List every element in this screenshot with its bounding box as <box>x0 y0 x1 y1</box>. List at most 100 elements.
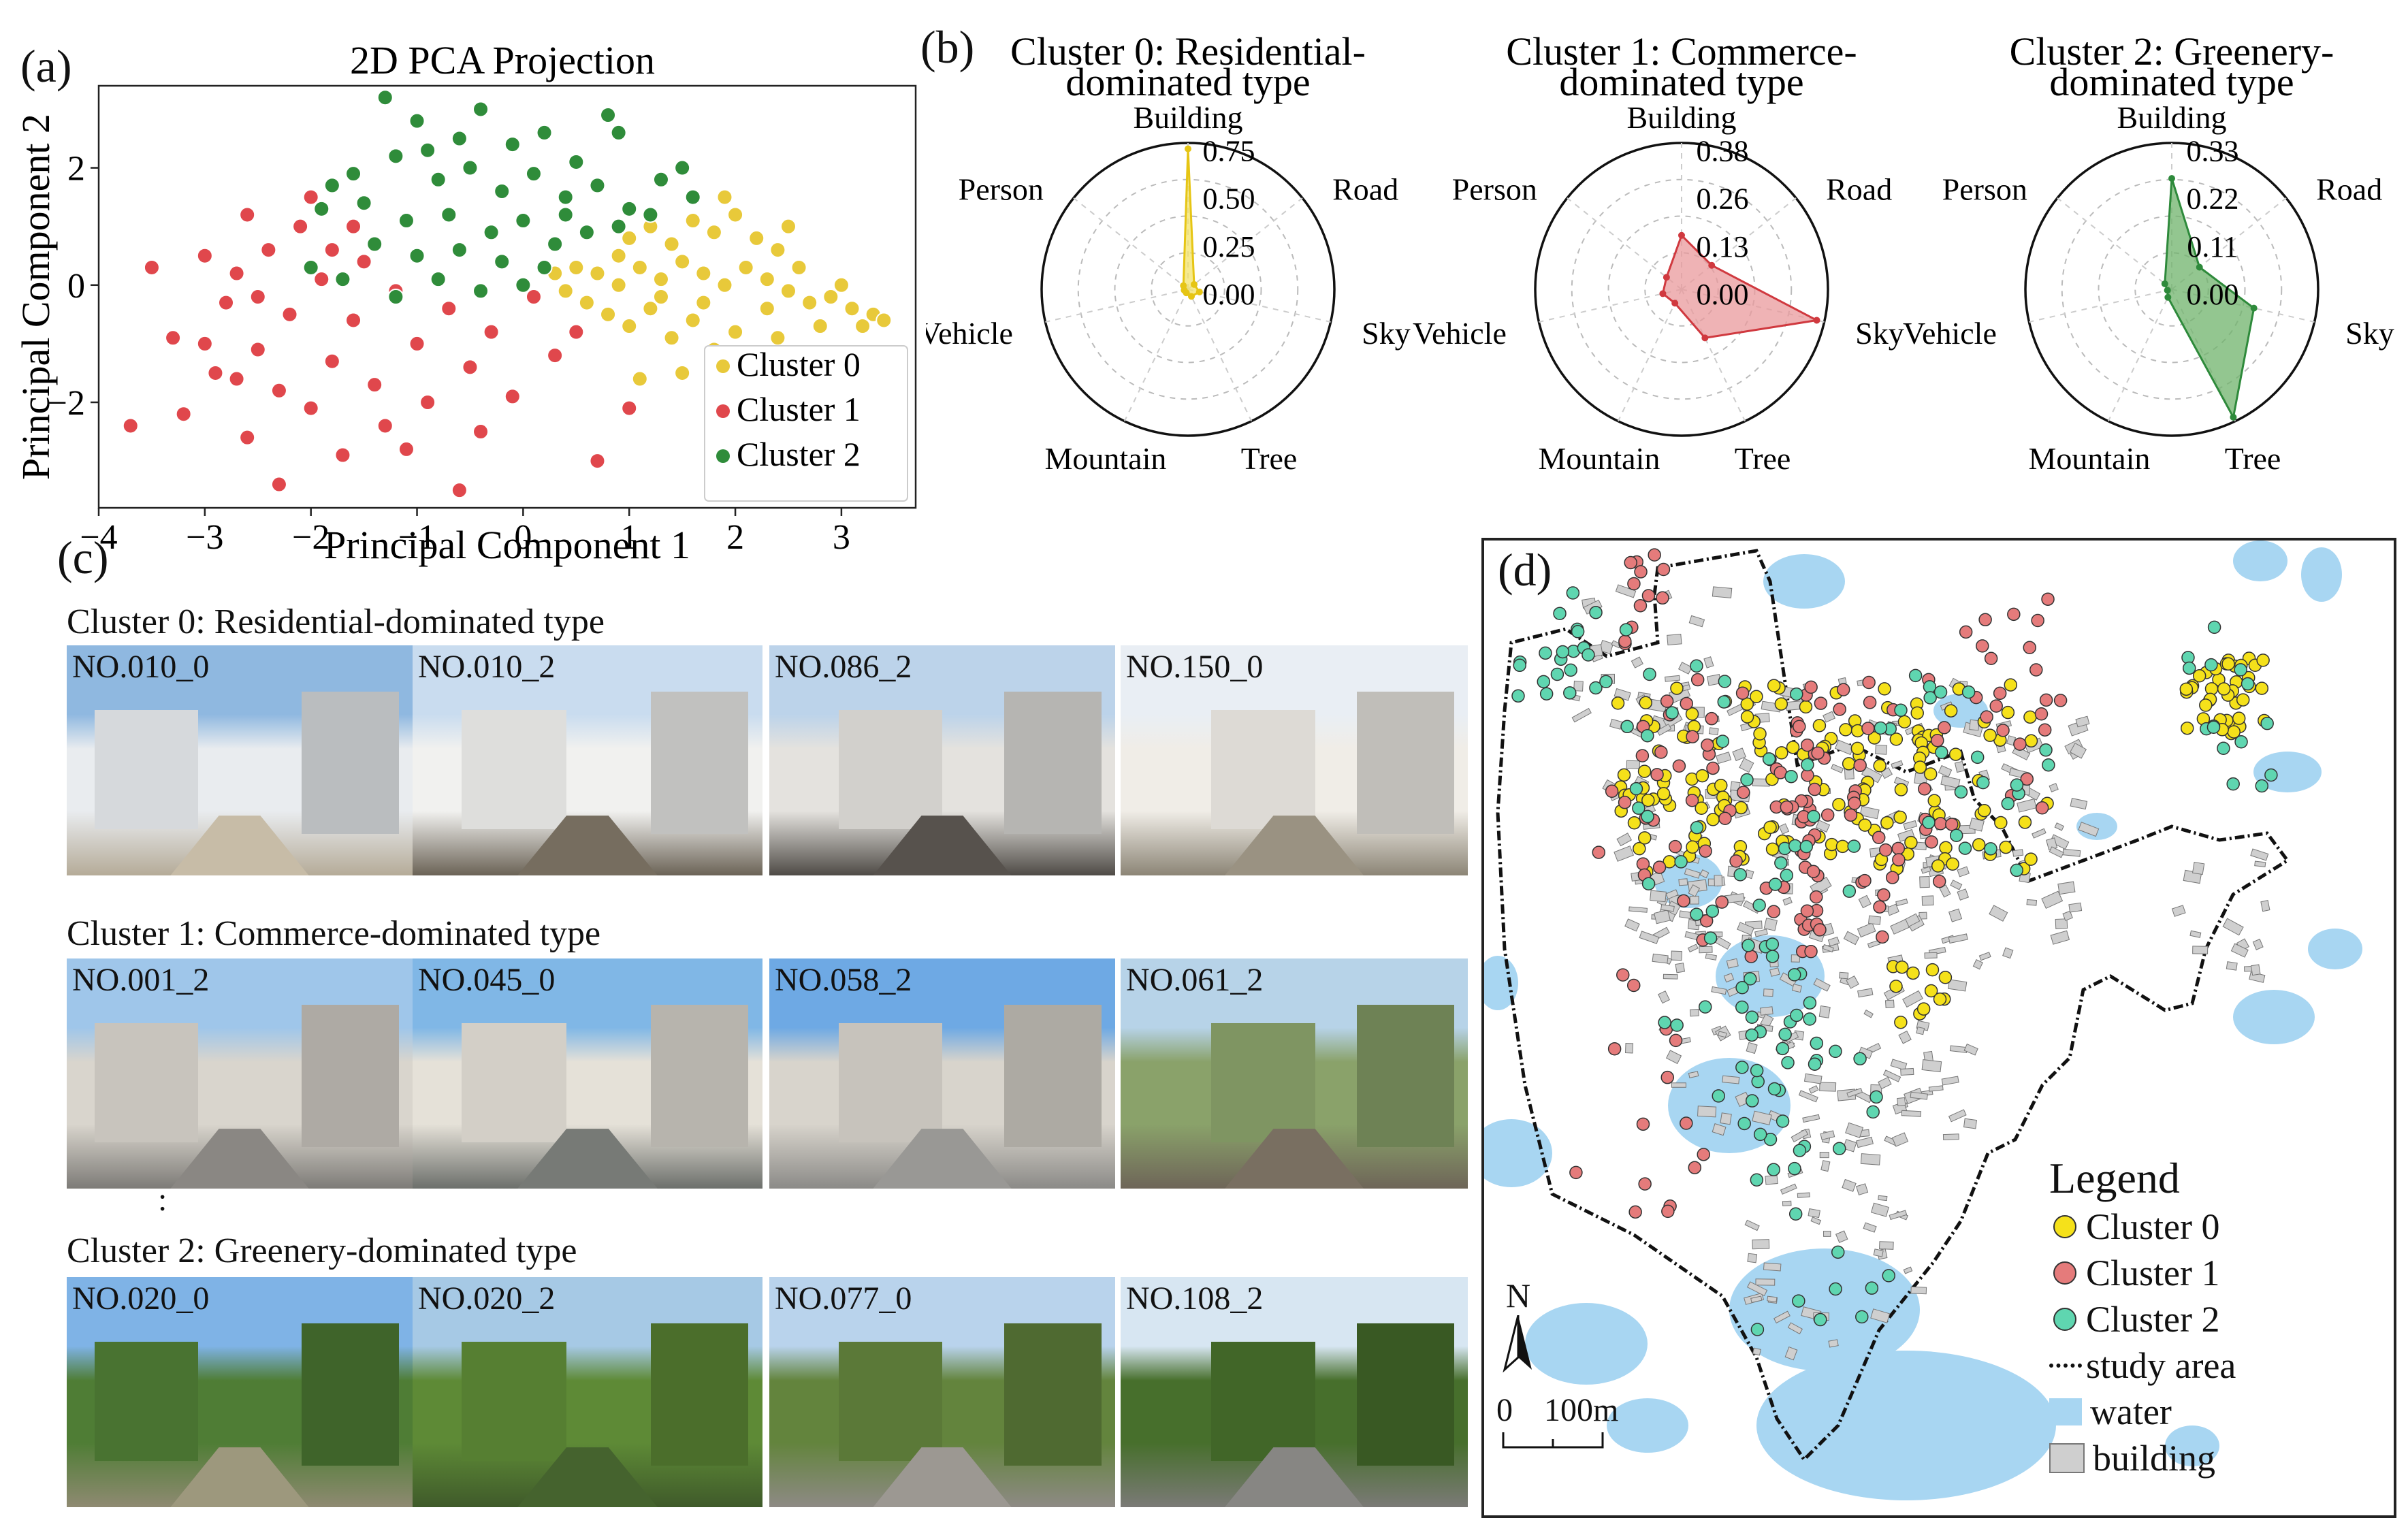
sample-point <box>1925 835 1938 849</box>
radar-axis-label: Vehicle <box>1903 316 1997 351</box>
sample-point <box>2226 777 2240 791</box>
scatter-point-c0 <box>621 229 638 246</box>
sample-point <box>1946 857 1959 871</box>
building-footprint <box>2026 899 2038 906</box>
legend-marker <box>716 404 730 418</box>
photo-scene-block <box>461 1022 567 1143</box>
sample-point <box>1954 785 1968 799</box>
sample-point <box>2020 772 2034 786</box>
sample-point <box>1810 1036 1824 1050</box>
scatter-point-c2 <box>536 259 553 276</box>
building-footprint <box>1571 707 1592 723</box>
building-footprint <box>1769 967 1780 977</box>
photo-scene-block <box>1356 1004 1454 1148</box>
legend-item: study area <box>2049 1342 2376 1389</box>
sample-point <box>1793 720 1806 734</box>
scatter-point-c0 <box>631 259 648 276</box>
scatter-point-c0 <box>621 318 638 335</box>
radar-spoke <box>1187 289 1253 422</box>
radar-r-tick: 0.22 <box>2187 182 2239 216</box>
sample-point <box>1641 793 1655 807</box>
scatter-point-c2 <box>408 112 426 129</box>
sample-point <box>1831 1245 1845 1259</box>
sample-point <box>1863 696 1877 709</box>
building-footprint <box>2260 900 2270 912</box>
scatter-point-c1 <box>376 417 394 434</box>
building-footprint <box>1875 744 1888 755</box>
building-footprint <box>1820 1160 1831 1172</box>
panel-b-label: (b) <box>920 21 975 73</box>
sample-point <box>1688 1161 1702 1174</box>
streetview-photo: NO.020_0 <box>67 1277 413 1507</box>
sample-point <box>1636 1117 1650 1131</box>
legend-label: Cluster 1 <box>737 390 861 428</box>
building-footprint <box>1856 1136 1874 1148</box>
sample-point <box>1807 809 1820 824</box>
sample-point <box>1750 1063 1764 1078</box>
radar-r-tick: 0.26 <box>1697 182 1749 216</box>
sample-point <box>1891 841 1906 856</box>
building-footprint <box>1948 1109 1967 1123</box>
scatter-point-c1 <box>196 247 213 264</box>
y-axis-label: Principal Component 2 <box>14 114 58 480</box>
building-footprint <box>1699 946 1713 954</box>
building-footprint <box>1873 1248 1884 1257</box>
sample-point <box>2034 707 2049 721</box>
sample-point <box>1918 782 1931 796</box>
building-footprint <box>1879 1241 1894 1250</box>
building-footprint <box>1715 936 1731 950</box>
scatter-point-c2 <box>302 259 319 276</box>
sample-point <box>2182 661 2196 675</box>
scatter-point-c0 <box>801 294 818 311</box>
building-footprint <box>1744 1219 1760 1231</box>
sample-point <box>1735 1061 1749 1074</box>
building-footprint <box>1705 953 1717 961</box>
sample-point <box>1774 856 1788 870</box>
radar-vertex <box>1701 334 1709 342</box>
cluster-row-title: Cluster 0: Residential-dominated type <box>67 602 605 641</box>
building-footprint <box>1828 1339 1839 1348</box>
sample-point <box>2260 716 2274 730</box>
scatter-point-c2 <box>600 107 617 124</box>
sample-point <box>1690 820 1704 835</box>
sample-point <box>1627 577 1641 591</box>
sample-point <box>1716 735 1730 748</box>
scatter-point-c2 <box>451 130 468 147</box>
sample-point <box>1699 844 1712 858</box>
sample-point <box>1978 613 1992 627</box>
building-footprint <box>1754 929 1768 937</box>
legend-label: Cluster 2 <box>737 435 861 473</box>
building-footprint <box>1891 1132 1909 1147</box>
radar-spoke <box>1187 289 1331 323</box>
streetview-photo: NO.061_2 <box>1121 958 1468 1189</box>
scatter-point-c0 <box>600 306 617 323</box>
radar-vertex <box>2250 304 2258 312</box>
photo-id-label: NO.150_0 <box>1126 649 1264 685</box>
building-footprint <box>1712 1123 1727 1136</box>
photo-scene-block <box>1210 1341 1315 1462</box>
radar-axis-label: Building <box>1133 100 1242 135</box>
sample-point <box>1948 747 1963 761</box>
photo-scene-block <box>1004 1323 1102 1466</box>
photo-scene-block <box>1356 1323 1454 1466</box>
building-footprint <box>2171 905 2186 917</box>
building-footprint <box>1746 1281 1768 1297</box>
building-footprint <box>1718 1031 1727 1038</box>
building-footprint <box>1839 971 1849 980</box>
building-footprint <box>1941 1076 1959 1086</box>
streetview-photo: NO.086_2 <box>769 645 1115 875</box>
scatter-point-c1 <box>323 353 340 370</box>
sample-point <box>1690 907 1703 921</box>
scatter-point-c1 <box>175 406 192 423</box>
radar-title-line2: dominated type <box>1065 60 1310 104</box>
sample-point <box>1695 801 1708 816</box>
sample-point <box>1668 839 1682 854</box>
sample-point <box>1641 809 1654 824</box>
sample-point <box>1858 873 1872 888</box>
water-body <box>2301 547 2342 602</box>
scatter-point-c1 <box>228 370 245 387</box>
streetview-photo: NO.001_2 <box>67 958 413 1189</box>
sample-point <box>1806 865 1820 878</box>
sample-point <box>1989 699 2003 713</box>
